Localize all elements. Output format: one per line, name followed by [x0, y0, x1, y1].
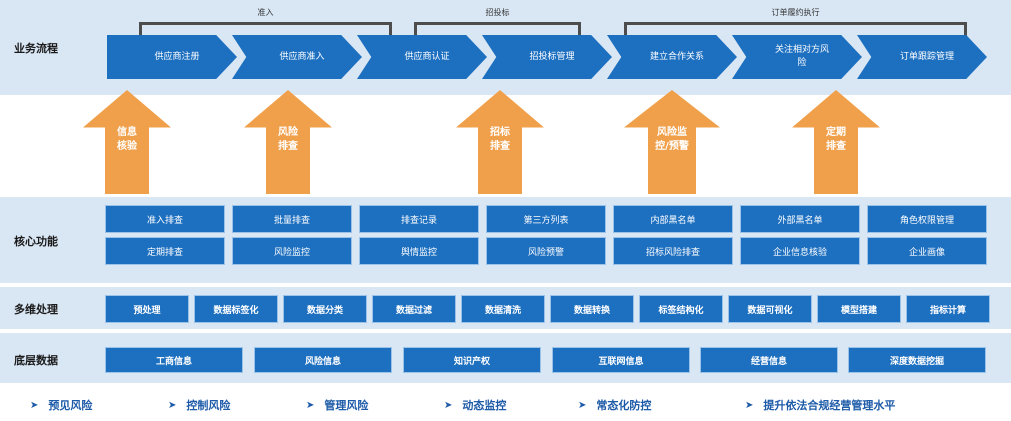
chevron-right-icon: ➤ — [306, 399, 315, 411]
up-arrow-label: 招标排查 — [490, 127, 510, 152]
row-label-base: 底层数据 — [14, 354, 58, 367]
core-box: 风险预警 — [486, 237, 606, 265]
flow-step-6: 关注相对方风险 — [732, 35, 862, 79]
process-box: 数据过滤 — [372, 295, 456, 323]
core-box: 企业信息核验 — [740, 237, 860, 265]
row-label-flow: 业务流程 — [14, 42, 58, 55]
process-box: 数据标签化 — [194, 295, 278, 323]
goal-label: 预见风险 — [48, 399, 93, 412]
base-data-box: 知识产权 — [403, 347, 541, 373]
bracket-bidding — [414, 22, 581, 36]
goal-item: ➤ 提升依法合规经营管理水平 — [745, 397, 895, 413]
goal-label: 常态化防控 — [596, 399, 652, 412]
core-box: 内部黑名单 — [613, 205, 733, 233]
base-data-box: 深度数据挖掘 — [848, 347, 986, 373]
base-data-box: 经营信息 — [700, 347, 838, 373]
flow-step-5: 建立合作关系 — [607, 35, 737, 79]
bracket-order — [624, 22, 967, 36]
base-data-box: 工商信息 — [105, 347, 243, 373]
process-box: 数据可视化 — [728, 295, 812, 323]
goal-item: ➤ 常态化防控 — [578, 397, 651, 413]
base-data-box: 风险信息 — [254, 347, 392, 373]
core-box: 企业画像 — [867, 237, 987, 265]
core-box: 舆情监控 — [359, 237, 479, 265]
flow-step-3: 供应商认证 — [357, 35, 487, 79]
flow-step-label: 关注相对方风险 — [774, 45, 829, 68]
up-arrow-label: 风险排查 — [278, 127, 298, 152]
goal-item: ➤ 管理风险 — [306, 397, 368, 413]
core-box: 批量排查 — [232, 205, 352, 233]
row-label-core: 核心功能 — [14, 235, 58, 248]
core-box: 招标风险排查 — [613, 237, 733, 265]
up-arrow-bid-check: 招标排查 — [456, 90, 544, 194]
chevron-right-icon: ➤ — [168, 399, 177, 411]
up-arrow-label: 风险监控/预警 — [655, 127, 689, 152]
bracket-label-admission: 准入 — [257, 8, 274, 17]
core-box: 排查记录 — [359, 205, 479, 233]
flow-step-label: 供应商注册 — [154, 51, 200, 62]
core-box: 第三方列表 — [486, 205, 606, 233]
goal-label: 控制风险 — [186, 399, 231, 412]
goal-label: 管理风险 — [324, 399, 369, 412]
flow-step-7: 订单跟踪管理 — [857, 35, 987, 79]
process-box: 模型搭建 — [817, 295, 901, 323]
flow-step-label: 招投标管理 — [529, 51, 575, 62]
flow-step-label: 供应商准入 — [279, 51, 325, 62]
process-box: 预处理 — [105, 295, 189, 323]
core-box: 定期排查 — [105, 237, 225, 265]
core-box: 角色权限管理 — [867, 205, 987, 233]
up-arrow-label: 定期排查 — [826, 127, 846, 152]
chevron-right-icon: ➤ — [745, 399, 754, 411]
goal-item: ➤ 预见风险 — [30, 397, 92, 413]
up-arrow-risk-monitor: 风险监控/预警 — [624, 90, 720, 194]
base-data-box: 互联网信息 — [552, 347, 690, 373]
flow-step-2: 供应商准入 — [232, 35, 362, 79]
flow-step-label: 建立合作关系 — [649, 51, 704, 62]
flow-step-1: 供应商注册 — [107, 35, 237, 79]
bracket-admission — [139, 22, 392, 36]
process-box: 数据分类 — [283, 295, 367, 323]
bracket-label-order: 订单履约执行 — [771, 8, 820, 17]
bracket-label-bidding: 招投标 — [485, 8, 510, 17]
up-arrow-periodic-check: 定期排查 — [792, 90, 880, 194]
process-box: 指标计算 — [906, 295, 990, 323]
chevron-right-icon: ➤ — [578, 399, 587, 411]
flow-step-label: 供应商认证 — [404, 51, 450, 62]
goal-item: ➤ 控制风险 — [168, 397, 230, 413]
goal-label: 提升依法合规经营管理水平 — [763, 399, 896, 412]
up-arrow-info-check: 信息核验 — [83, 90, 171, 194]
core-box: 准入排查 — [105, 205, 225, 233]
process-box: 标签结构化 — [639, 295, 723, 323]
row-label-multi: 多维处理 — [14, 303, 58, 316]
chevron-right-icon: ➤ — [444, 399, 453, 411]
core-box: 风险监控 — [232, 237, 352, 265]
up-arrow-risk-check: 风险排查 — [244, 90, 332, 194]
up-arrow-label: 信息核验 — [117, 127, 137, 152]
flow-step-label: 订单跟踪管理 — [899, 51, 954, 62]
chevron-right-icon: ➤ — [30, 399, 39, 411]
process-box: 数据清洗 — [461, 295, 545, 323]
flow-step-4: 招投标管理 — [482, 35, 612, 79]
core-box: 外部黑名单 — [740, 205, 860, 233]
process-box: 数据转换 — [550, 295, 634, 323]
goal-item: ➤ 动态监控 — [444, 397, 506, 413]
goal-label: 动态监控 — [462, 399, 507, 412]
